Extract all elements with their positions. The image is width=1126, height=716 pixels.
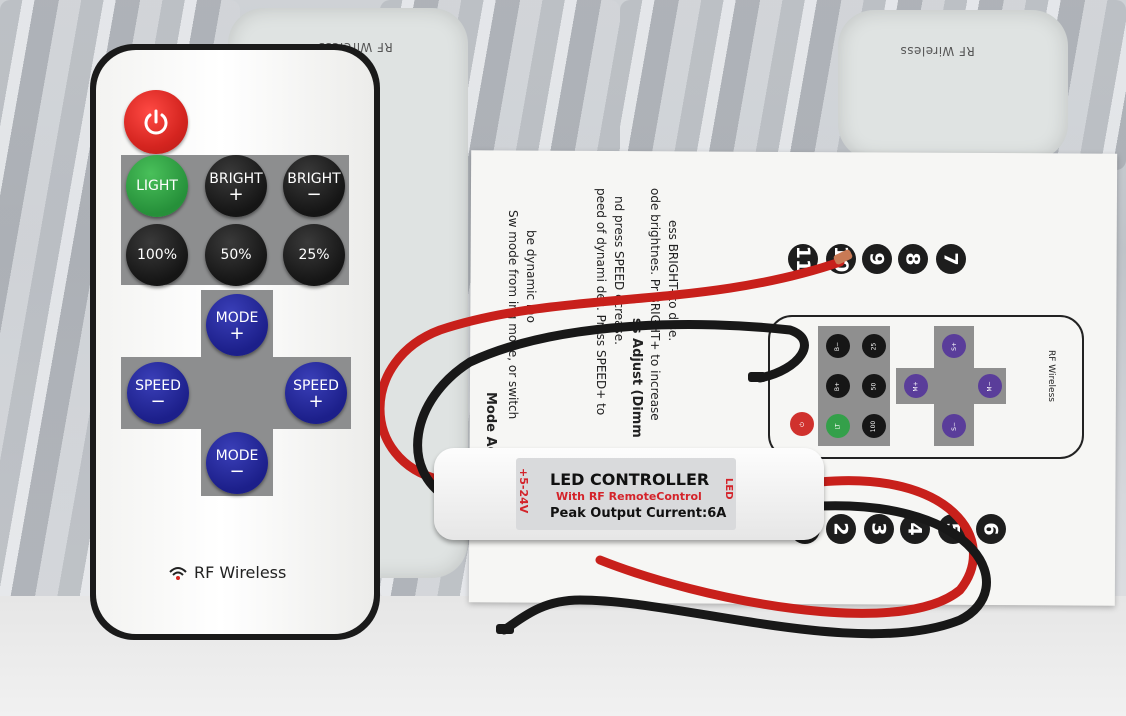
light-button-label: LIGHT xyxy=(136,177,178,194)
controller-voltage-label: +5-24V xyxy=(517,468,530,514)
brightness-25-label: 25% xyxy=(298,246,330,263)
manual-line: ss Adjust (Dimm xyxy=(629,318,644,438)
minus-sign: − xyxy=(150,390,166,412)
diagram-bright-up-icon: B+ xyxy=(826,374,850,398)
diagram-speed-up-icon: S+ xyxy=(942,334,966,358)
diagram-power-icon: ⏻ xyxy=(790,412,814,436)
manual-line: ode brightnes. Pr BRIGHT+ to increase xyxy=(648,188,662,421)
manual-line: nd press SPEED ecrease. xyxy=(612,196,626,345)
mode-up-label: MODE xyxy=(215,309,259,326)
controller-label-plate xyxy=(516,458,736,530)
wireless-icon xyxy=(169,566,187,580)
power-button[interactable] xyxy=(124,90,188,154)
controller-title: LED CONTROLLER xyxy=(550,470,710,489)
plus-sign: + xyxy=(229,322,245,344)
bright-down-button[interactable]: BRIGHT − xyxy=(283,155,345,217)
mode-down-label: MODE xyxy=(215,447,259,464)
callout-number: 4 xyxy=(900,514,930,544)
callout-number: 6 xyxy=(976,514,1006,544)
brightness-100-label: 100% xyxy=(136,246,178,263)
callout-number: 5 xyxy=(938,514,968,544)
callout-number: 10 xyxy=(826,244,856,274)
diagram-rf-label: RF Wireless xyxy=(1046,350,1056,402)
remote-brand: RF Wireless xyxy=(168,563,286,582)
plus-sign: + xyxy=(308,390,324,412)
manual-line: peed of dynami des. Press SPEED+ to xyxy=(594,188,608,416)
mode-up-button[interactable]: MODE + xyxy=(206,294,268,356)
manual-line: Sw mode from ing mode, or switch xyxy=(506,210,520,420)
minus-sign: − xyxy=(229,460,245,482)
callout-number: 8 xyxy=(898,244,928,274)
remote-brand-label: RF Wireless xyxy=(194,563,287,582)
diagram-bright-down-icon: B− xyxy=(826,334,850,358)
speed-up-label: SPEED xyxy=(293,377,339,394)
brightness-50-button[interactable]: 50% xyxy=(205,224,267,286)
bright-down-label: BRIGHT xyxy=(287,170,341,187)
speed-down-label: SPEED xyxy=(135,377,181,394)
power-icon xyxy=(144,109,168,135)
brightness-100-button[interactable]: 100% xyxy=(126,224,188,286)
bright-up-label: BRIGHT xyxy=(209,170,263,187)
callout-number: 11 xyxy=(788,244,818,274)
plus-sign: + xyxy=(228,183,244,205)
diagram-speed-down-icon: S− xyxy=(942,414,966,438)
controller-peak-current: Peak Output Current:6A xyxy=(550,506,727,521)
controller-subtitle: With RF RemoteControl xyxy=(556,490,702,503)
callout-number: 7 xyxy=(936,244,966,274)
diagram-50-icon: 50 xyxy=(862,374,886,398)
bright-up-button[interactable]: BRIGHT + xyxy=(205,155,267,217)
manual-line: be dynamic mo xyxy=(524,230,538,323)
light-button[interactable]: LIGHT xyxy=(126,155,188,217)
diagram-mode-down-icon: M− xyxy=(978,374,1002,398)
diagram-100-icon: 100 xyxy=(862,414,886,438)
manual-line: ess BRIGHT- to d se. xyxy=(666,220,680,342)
speed-down-button[interactable]: SPEED − xyxy=(127,362,189,424)
diagram-light-icon: LT xyxy=(826,414,850,438)
mode-down-button[interactable]: MODE − xyxy=(206,432,268,494)
callout-number: 3 xyxy=(864,514,894,544)
speed-up-button[interactable]: SPEED + xyxy=(285,362,347,424)
led-controller: +5-24V LED CONTROLLER With RF RemoteCont… xyxy=(434,448,824,540)
background-remote-right xyxy=(838,10,1068,160)
callout-number: 9 xyxy=(862,244,892,274)
brightness-50-label: 50% xyxy=(220,246,252,263)
minus-sign: − xyxy=(306,183,322,205)
diagram-25-icon: 25 xyxy=(862,334,886,358)
background-rf-label-right: RF Wireless xyxy=(900,44,975,58)
diagram-mode-up-icon: M+ xyxy=(904,374,928,398)
brightness-25-button[interactable]: 25% xyxy=(283,224,345,286)
controller-led-label: LED xyxy=(723,478,734,500)
callout-number: 2 xyxy=(826,514,856,544)
